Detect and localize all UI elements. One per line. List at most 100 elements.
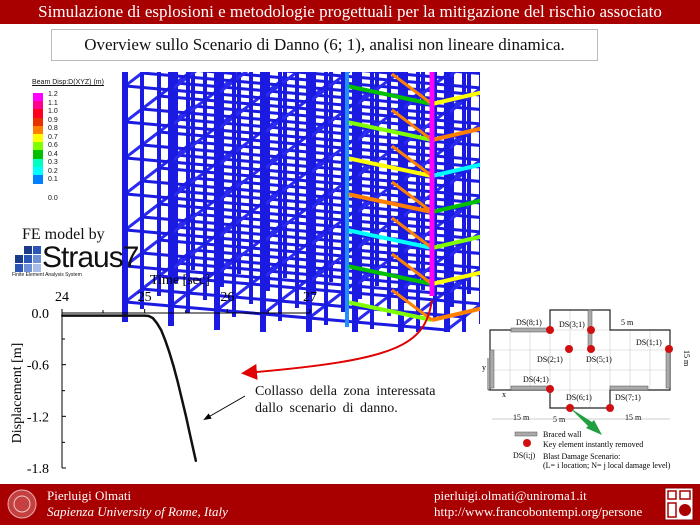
frame-beam [342, 110, 390, 118]
data-point [143, 314, 146, 317]
legend-swatch [33, 101, 43, 111]
frame-beam [262, 204, 310, 212]
frame-beam [141, 107, 189, 115]
axis-y: y [482, 363, 486, 372]
frame-beam [233, 102, 252, 119]
damaged-beam [431, 162, 480, 178]
frame-beam [400, 144, 448, 152]
frame-beam [187, 278, 206, 295]
frame-beam [296, 250, 344, 258]
y-tick-label: 0.0 [32, 307, 50, 322]
key-removed: Key element instantly removed [543, 440, 643, 449]
frame-beam [233, 223, 281, 231]
footer: Pierluigi Olmati Sapienza University of … [0, 484, 700, 525]
frame-beam [187, 111, 235, 119]
frame-beam [141, 215, 189, 223]
frame-beam [124, 228, 172, 236]
damaged-beam [391, 288, 433, 322]
frame-beam [388, 294, 436, 302]
frame-beam [233, 282, 252, 299]
data-point [151, 317, 154, 320]
frame-beam [279, 178, 298, 195]
frame-beam [187, 75, 235, 83]
email-link[interactable]: pierluigi.olmati@uniroma1.it [434, 488, 587, 503]
legend-label: 0.9 [48, 116, 58, 124]
frame-beam [170, 124, 218, 132]
frame-beam [342, 74, 390, 82]
frame-beam [388, 78, 436, 86]
frame-beam [141, 238, 160, 255]
key-blast-1: Blast Damage Scenario: [543, 452, 620, 461]
frame-beam [342, 182, 390, 190]
frame-beam [451, 177, 480, 183]
legend-label: 0.2 [48, 167, 58, 175]
red-arrow [241, 299, 433, 380]
frame-beam [141, 130, 160, 147]
frame-beam [342, 290, 390, 298]
frame-beam [279, 191, 327, 199]
legend-label: 1.1 [48, 99, 58, 107]
frame-beam [451, 141, 480, 147]
frame-beam [279, 72, 298, 87]
frame-beam [388, 258, 436, 266]
frame-beam [325, 182, 344, 199]
sapienza-logo-icon [7, 489, 37, 519]
legend-label: 0.3 [48, 159, 58, 166]
frame-beam [342, 146, 390, 154]
x-tick-label: 24 [55, 290, 69, 305]
frame-beam [325, 146, 344, 163]
frame-beam [204, 278, 252, 286]
legend-label: 0.7 [48, 133, 58, 141]
frame-beam [296, 286, 344, 294]
damaged-beam [346, 300, 433, 322]
frame-beam [124, 192, 172, 200]
axis-x: x [502, 390, 506, 399]
frame-beam [233, 115, 281, 123]
frame-beam [342, 254, 390, 262]
frame-beam [216, 92, 264, 100]
frame-beam [400, 288, 448, 296]
frame-beam [216, 128, 264, 136]
frame-beam [124, 120, 172, 128]
affiliation: Sapienza University of Rome, Italy [47, 504, 228, 519]
data-point [176, 380, 179, 383]
frame-beam [141, 274, 160, 291]
data-point [147, 315, 150, 318]
data-point [102, 314, 105, 317]
damaged-beam [391, 108, 433, 142]
slide-title: Simulazione di esplosioni e metodologie … [0, 0, 700, 24]
frame-beam [187, 291, 235, 299]
frame-beam [216, 200, 264, 208]
data-point [156, 322, 159, 325]
frame-beam [233, 79, 281, 87]
fe-structure-model [122, 72, 480, 332]
frame-beam [451, 285, 480, 291]
y-tick-label: -0.6 [27, 359, 49, 374]
damaged-beam [431, 306, 480, 322]
legend-label: 0.1 [48, 176, 58, 183]
y-axis-label: Displacement [m] [10, 343, 25, 444]
frame-beam [388, 186, 436, 194]
frame-beam [262, 240, 310, 248]
straus7-brand: Straus7 [42, 241, 139, 274]
black-arrow [203, 395, 246, 420]
frame-beam [279, 214, 298, 231]
frame-beam [158, 130, 206, 138]
frame-beam [187, 147, 235, 155]
damaged-beam [346, 120, 433, 142]
frame-beam [262, 168, 310, 176]
key-blast-2: (L= i location; N= j local damage level) [543, 461, 671, 470]
data-point [172, 365, 175, 368]
damaged-beam [431, 198, 480, 214]
frame-beam [250, 210, 298, 218]
dim-right: 15 m [625, 413, 642, 422]
website-link[interactable]: http://www.francobontempi.org/persone [434, 504, 643, 519]
ds-8-1: DS(8;1) [516, 318, 542, 327]
frame-beam [216, 164, 264, 172]
legend-title: Beam Disp:D(XYZ) (m) [32, 79, 104, 86]
data-point [194, 460, 197, 463]
frame-beam [141, 251, 189, 259]
frame-beam [158, 202, 206, 210]
legend-swatch [33, 93, 43, 102]
